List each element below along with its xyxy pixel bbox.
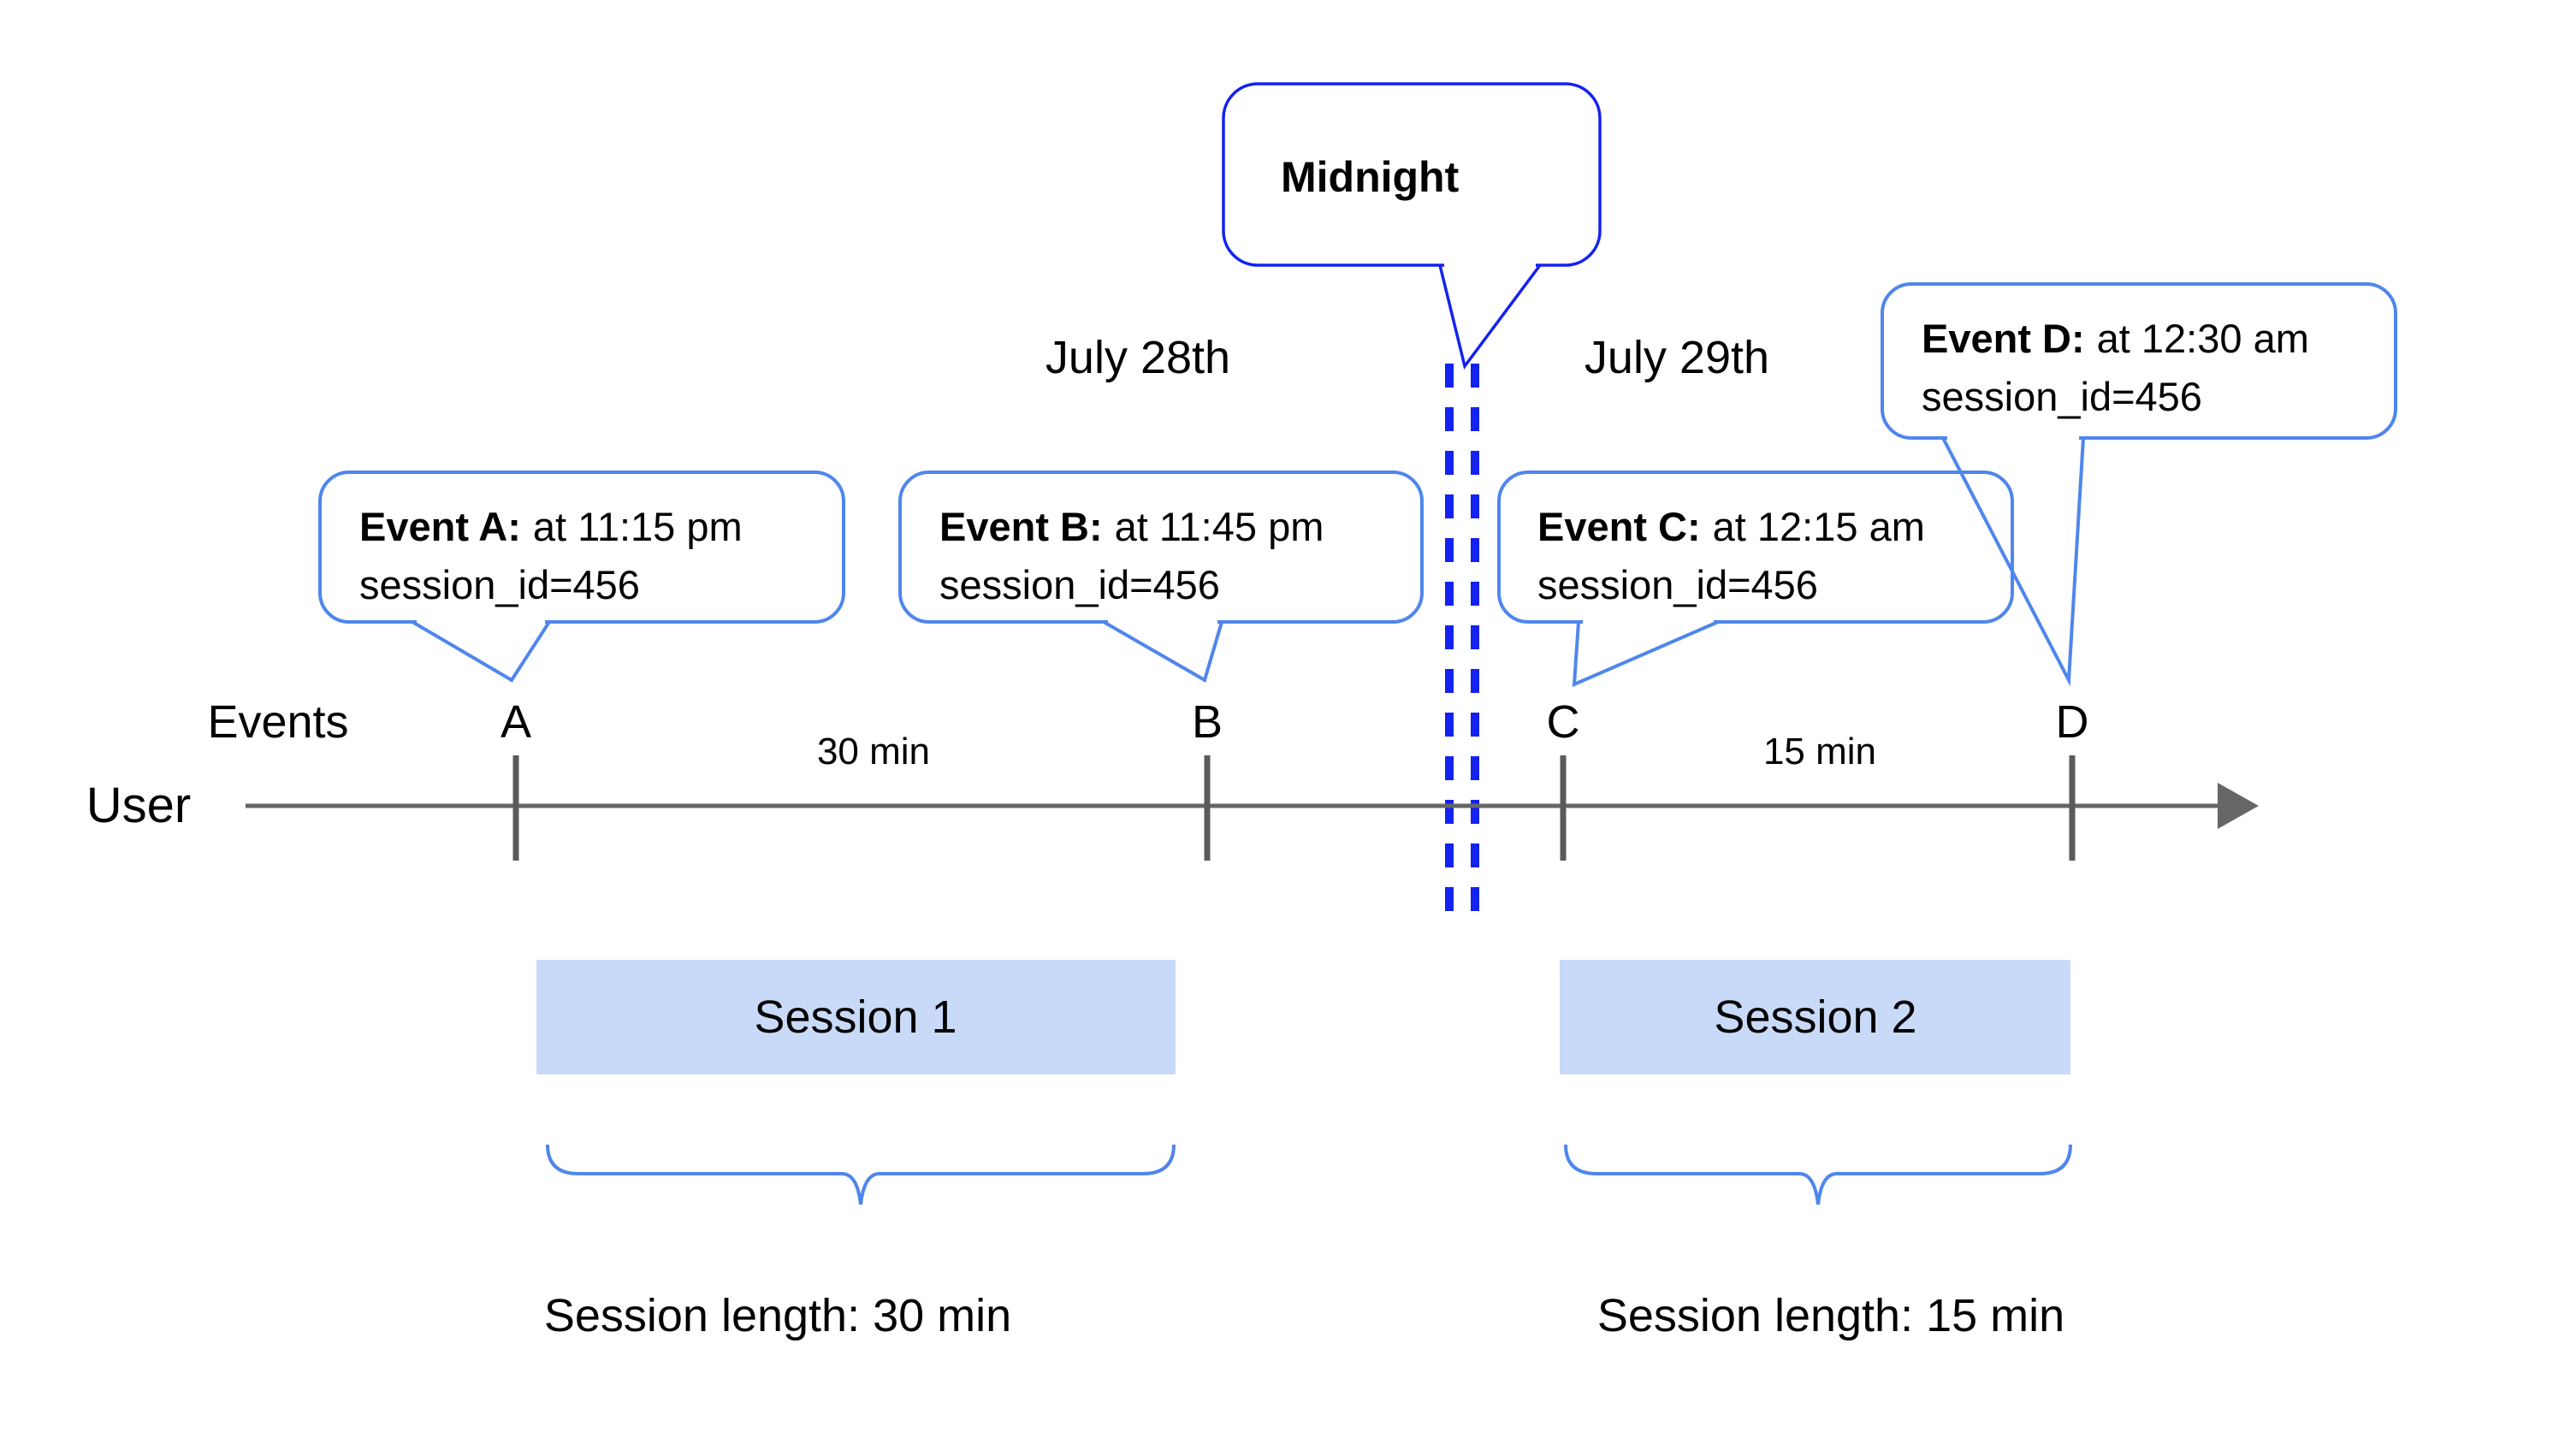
user-row-label: User	[86, 778, 191, 833]
session-2-label: Session 2	[1714, 991, 1916, 1043]
event-a-session: session_id=456	[359, 562, 640, 607]
midnight-divider	[1445, 364, 1479, 922]
event-b-callout: Event B: at 11:45 pm session_id=456	[898, 471, 1424, 684]
tick-label-b: B	[1192, 696, 1223, 748]
session-2-box	[1560, 960, 2070, 1074]
event-c-bubble	[1497, 471, 2014, 624]
interval-label-ab: 30 min	[817, 731, 930, 772]
event-a-tail	[411, 620, 551, 683]
session-2-length-label: Session length: 15 min	[1597, 1290, 2064, 1341]
midnight-callout-text: Midnight	[1281, 153, 1460, 201]
event-a-line1: Event A: at 11:15 pm	[359, 504, 743, 549]
timeline-arrowhead-icon	[2218, 783, 2259, 829]
event-b-line1: Event B: at 11:45 pm	[939, 504, 1324, 549]
event-b-title: Event B:	[939, 504, 1103, 549]
midnight-callout: Midnight	[1222, 82, 1602, 370]
event-b-tail	[1103, 620, 1223, 684]
event-c-tail	[1572, 620, 1719, 688]
event-a-bubble	[318, 471, 845, 624]
session-1-label: Session 1	[754, 991, 957, 1043]
event-b-time: at 11:45 pm	[1115, 504, 1324, 549]
event-d-title: Event D:	[1922, 316, 2085, 361]
session-1-box	[536, 960, 1176, 1074]
tick-label-d: D	[2056, 696, 2089, 748]
session-2-brace	[1564, 1144, 2072, 1205]
session-1-length-label: Session length: 30 min	[544, 1290, 1011, 1341]
event-b-session: session_id=456	[939, 562, 1220, 607]
timeline	[246, 755, 2259, 861]
event-a-time: at 11:15 pm	[533, 504, 743, 549]
event-d-session: session_id=456	[1922, 374, 2202, 419]
tick-label-a: A	[501, 696, 531, 748]
events-row-label: Events	[207, 696, 348, 748]
tick-label-c: C	[1547, 696, 1580, 748]
interval-label-cd: 15 min	[1763, 731, 1876, 772]
event-d-time: at 12:30 am	[2097, 316, 2309, 361]
session-2: Session 2 Session length: 15 min	[1560, 960, 2072, 1341]
event-c-session: session_id=456	[1537, 562, 1818, 607]
event-c-callout: Event C: at 12:15 am session_id=456	[1497, 471, 2014, 688]
event-c-title: Event C:	[1537, 504, 1701, 549]
midnight-callout-tail	[1438, 263, 1542, 370]
event-c-line1: Event C: at 12:15 am	[1537, 504, 1925, 549]
event-a-callout: Event A: at 11:15 pm session_id=456	[318, 471, 845, 683]
event-d-tail	[1941, 437, 2085, 687]
date-label-july-29: July 29th	[1585, 332, 1769, 383]
event-c-time: at 12:15 am	[1713, 504, 1925, 549]
session-1-brace	[546, 1144, 1176, 1205]
midnight-callout-bubble	[1222, 82, 1602, 267]
date-label-july-28: July 28th	[1045, 332, 1230, 383]
event-d-line1: Event D: at 12:30 am	[1922, 316, 2309, 361]
event-a-title: Event A:	[359, 504, 521, 549]
session-1: Session 1 Session length: 30 min	[536, 960, 1176, 1341]
event-d-callout: Event D: at 12:30 am session_id=456	[1881, 282, 2397, 687]
event-d-bubble	[1881, 282, 2397, 440]
